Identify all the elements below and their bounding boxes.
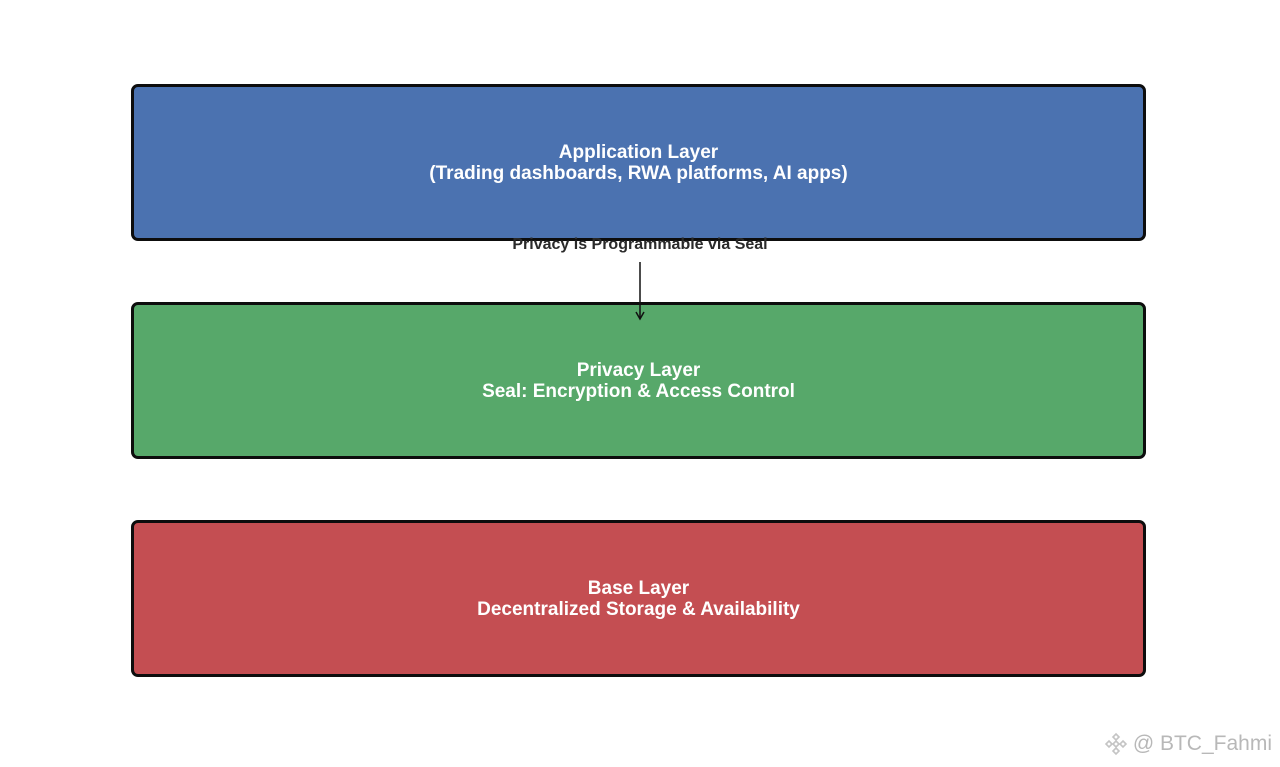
arrow-connector [635,262,645,321]
privacy-layer-box: Privacy Layer Seal: Encryption & Access … [131,302,1146,459]
edge-label: Privacy is Programmable via Seal [512,236,768,253]
base-layer-subtitle: Decentralized Storage & Availability [477,598,800,620]
watermark-text: @ BTC_Fahmi [1132,732,1272,755]
application-layer-title: Application Layer [558,141,719,163]
privacy-layer-subtitle: Seal: Encryption & Access Control [482,380,795,402]
application-layer-box: Application Layer (Trading dashboards, R… [131,84,1146,241]
privacy-layer-title: Privacy Layer [576,359,701,381]
base-layer-title: Base Layer [587,577,690,599]
binance-logo-icon [1104,732,1127,756]
base-layer-box: Base Layer Decentralized Storage & Avail… [131,520,1146,677]
watermark: @ BTC_Fahmi [1103,731,1272,757]
arrow-head-icon [635,311,645,321]
application-layer-subtitle: (Trading dashboards, RWA platforms, AI a… [429,162,848,184]
